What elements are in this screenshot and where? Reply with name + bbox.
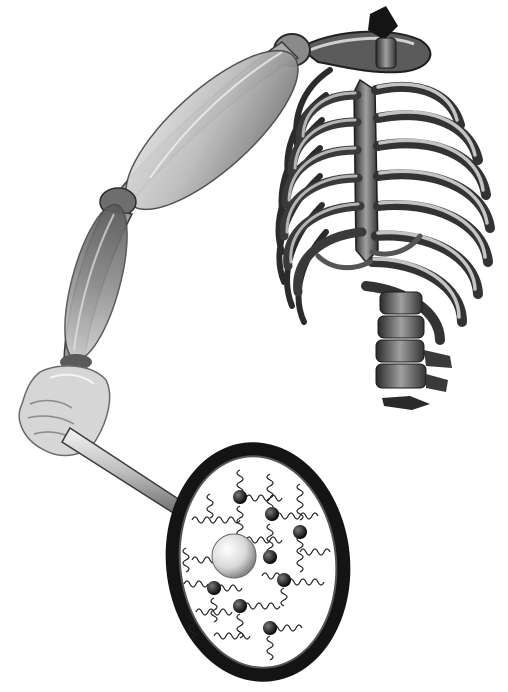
mass-node [277,573,291,587]
vertebra [376,364,426,388]
mass-node [263,550,277,564]
transverse-process [424,350,452,368]
forearm-muscle [52,199,140,366]
vertebra [378,316,424,338]
vertebra [376,340,424,362]
vertebra-base [382,396,430,410]
mass-node [233,599,247,613]
racket-frame [154,433,362,691]
mass-node [233,490,247,504]
forearm [52,199,140,370]
mass-node [207,581,221,595]
mass-node [265,507,279,521]
rib-cage [279,6,490,340]
racket-handle [62,428,186,516]
central-mass-ball [212,534,256,578]
handle-shaft [62,428,186,516]
mass-node [263,621,277,635]
mass-node [293,525,307,539]
cervical-vertebra [376,38,396,68]
vertebra [380,292,422,314]
lumbar-spine [376,292,452,410]
transverse-process [426,374,448,392]
